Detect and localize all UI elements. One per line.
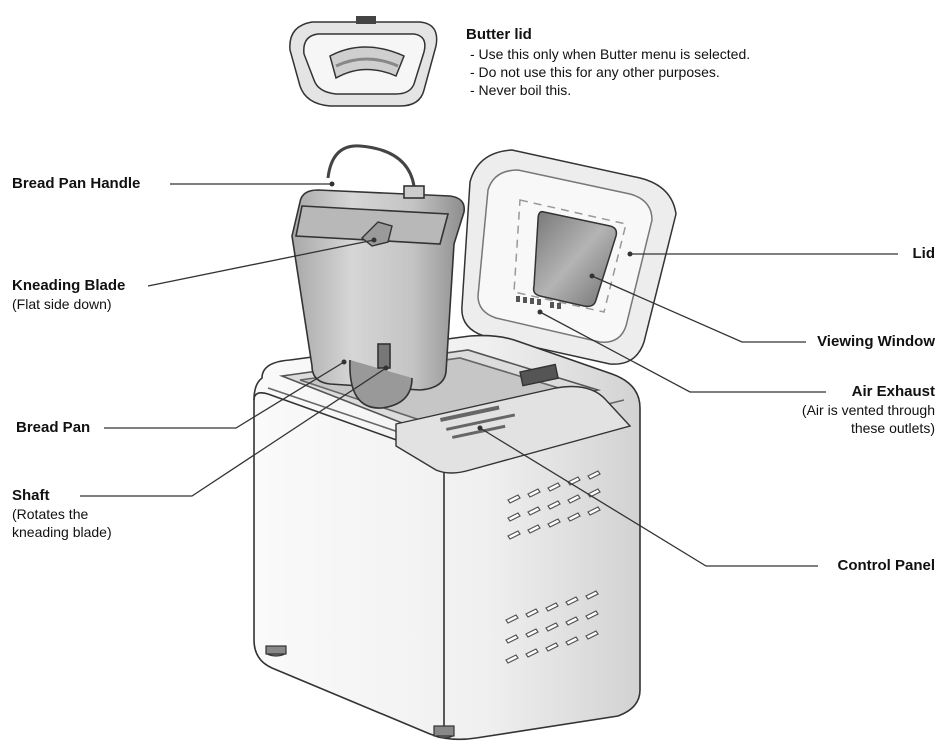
bread-pan-illustration <box>291 144 466 409</box>
air-exhaust-vents <box>516 296 561 309</box>
leader-lines <box>80 183 898 567</box>
leader-air-exhaust <box>539 311 826 393</box>
label-control-panel: Control Panel <box>837 557 935 574</box>
butter-lid-note: - Never boil this. <box>470 82 572 98</box>
label-air-exhaust: Air Exhaust (Air is vented through these… <box>801 383 935 436</box>
butter-lid-note: - Do not use this for any other purposes… <box>470 64 720 80</box>
leader-shaft <box>80 367 387 497</box>
side-vents <box>505 470 601 664</box>
butter-lid-annotation: Butter lid - Use this only when Butter m… <box>466 26 750 99</box>
label-kneading-blade: Kneading Blade (Flat side down) <box>12 277 126 312</box>
leader-bread-pan <box>104 361 345 429</box>
kneading-blade-illustration <box>360 221 393 247</box>
leader-kneading-blade <box>147 239 375 287</box>
butter-lid-note: - Use this only when Butter menu is sele… <box>470 46 751 62</box>
label-lid: Lid <box>912 245 936 262</box>
label-viewing-window: Viewing Window <box>817 333 935 350</box>
leader-dots <box>329 181 633 431</box>
label-bread-pan: Bread Pan <box>16 419 91 436</box>
label-shaft: Shaft (Rotates the kneading blade) <box>12 487 112 540</box>
butter-lid-illustration <box>289 16 438 107</box>
butter-lid-title: Butter lid <box>466 26 532 43</box>
leader-viewing-window <box>591 275 806 343</box>
control-panel-illustration <box>395 363 632 474</box>
leader-control-panel <box>479 427 818 567</box>
label-bread-pan-handle: Bread Pan Handle <box>12 175 141 192</box>
machine-feet <box>265 645 455 739</box>
lid-illustration <box>461 149 677 365</box>
